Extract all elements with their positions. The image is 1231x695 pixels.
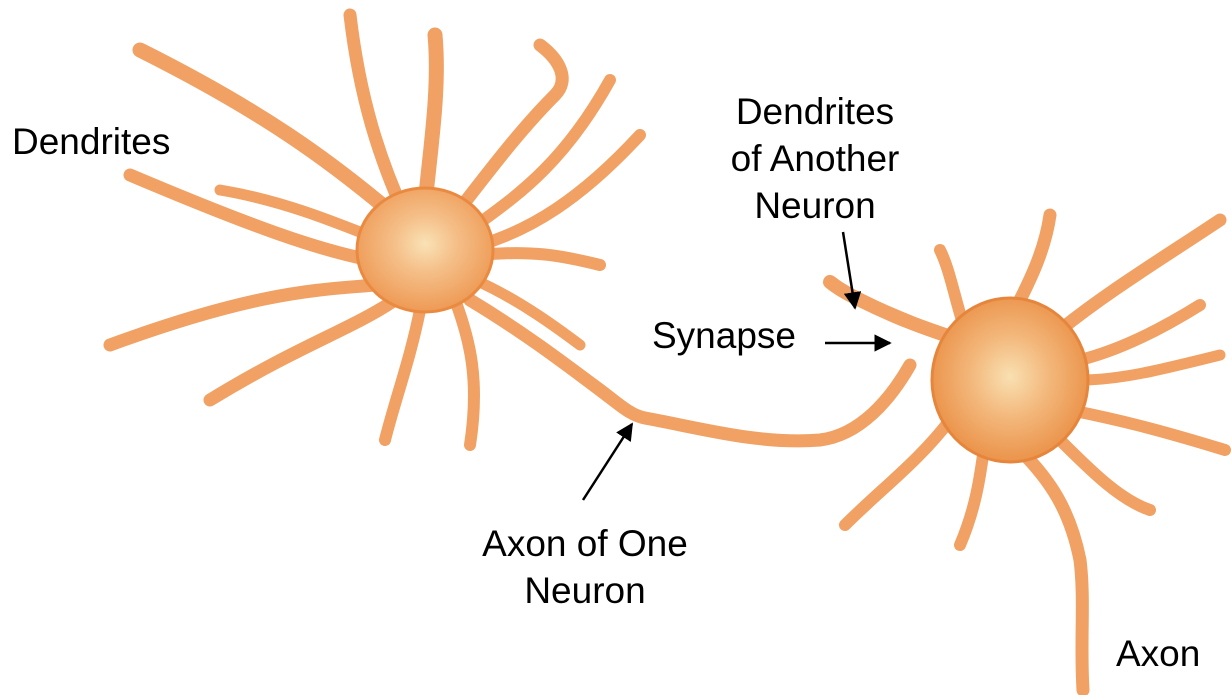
axon-one-arrow (583, 424, 632, 500)
pointer-arrows (583, 232, 890, 500)
label-axon: Axon (1116, 630, 1200, 677)
label-axon-text: Axon (1116, 630, 1200, 677)
label-line: of Another (690, 135, 940, 182)
label-dendrites: Dendrites (12, 118, 170, 165)
neuron-one-soma (357, 188, 493, 312)
neuron-two-soma (932, 298, 1088, 462)
label-dendrites-text: Dendrites (12, 118, 170, 165)
label-line: Neuron (690, 182, 940, 229)
label-synapse-text: Synapse (652, 312, 796, 359)
label-line: Neuron (455, 567, 715, 614)
label-line: Dendrites (690, 88, 940, 135)
label-line: Axon of One (455, 520, 715, 567)
label-axon-of-one-neuron: Axon of One Neuron (455, 520, 715, 614)
neuron-two (830, 215, 1225, 690)
neuron-one (110, 15, 910, 445)
label-dendrites-of-another-neuron: Dendrites of Another Neuron (690, 88, 940, 229)
label-synapse: Synapse (652, 312, 796, 359)
